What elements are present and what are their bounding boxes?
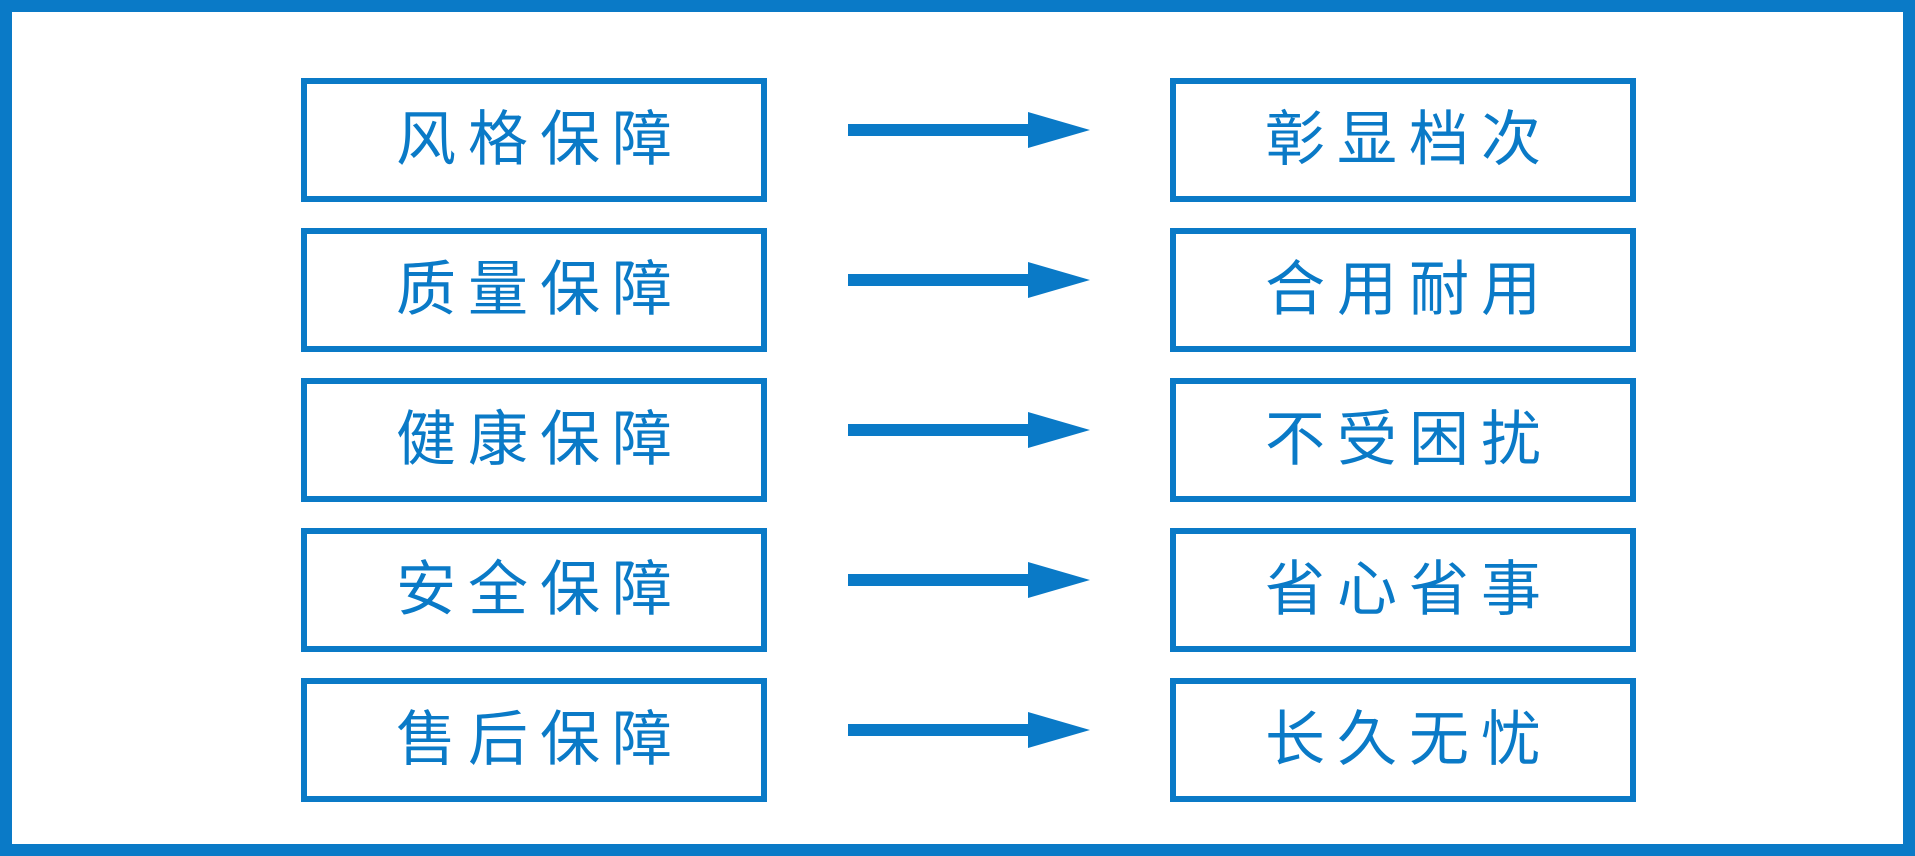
right-arrow-icon xyxy=(848,410,1090,450)
right-arrow-icon xyxy=(848,110,1090,150)
benefit-box: 彰显档次 xyxy=(1170,78,1636,202)
benefit-box: 长久无忧 xyxy=(1170,678,1636,802)
benefit-label: 不受困扰 xyxy=(1265,405,1553,475)
mapping-row: 安全保障 省心省事 xyxy=(12,528,1915,652)
benefit-box: 合用耐用 xyxy=(1170,228,1636,352)
guarantee-label: 售后保障 xyxy=(396,705,684,775)
mapping-row: 风格保障 彰显档次 xyxy=(12,78,1915,202)
guarantee-label: 风格保障 xyxy=(396,105,684,175)
guarantee-box: 售后保障 xyxy=(301,678,767,802)
right-arrow-icon xyxy=(848,260,1090,300)
benefit-label: 长久无忧 xyxy=(1265,705,1553,775)
benefit-label: 合用耐用 xyxy=(1265,255,1553,325)
guarantee-label: 健康保障 xyxy=(396,405,684,475)
benefit-box: 省心省事 xyxy=(1170,528,1636,652)
guarantee-label: 质量保障 xyxy=(396,255,684,325)
guarantee-label: 安全保障 xyxy=(396,555,684,625)
mapping-row: 质量保障 合用耐用 xyxy=(12,228,1915,352)
benefit-label: 彰显档次 xyxy=(1265,105,1553,175)
mapping-row: 健康保障 不受困扰 xyxy=(12,378,1915,502)
benefit-box: 不受困扰 xyxy=(1170,378,1636,502)
right-arrow-icon xyxy=(848,560,1090,600)
guarantee-box: 健康保障 xyxy=(301,378,767,502)
benefit-label: 省心省事 xyxy=(1265,555,1553,625)
guarantee-box: 风格保障 xyxy=(301,78,767,202)
guarantee-box: 质量保障 xyxy=(301,228,767,352)
mapping-row: 售后保障 长久无忧 xyxy=(12,678,1915,802)
right-arrow-icon xyxy=(848,710,1090,750)
guarantee-box: 安全保障 xyxy=(301,528,767,652)
